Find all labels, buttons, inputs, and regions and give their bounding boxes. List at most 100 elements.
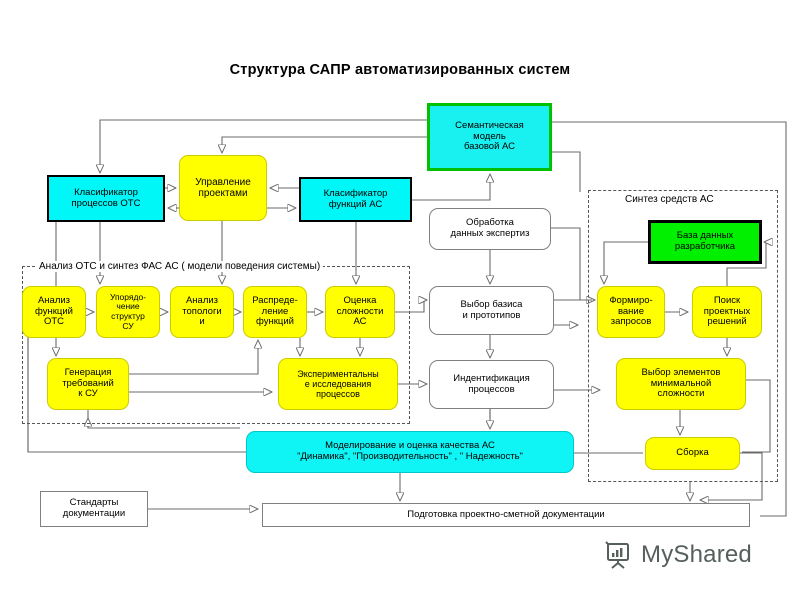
watermark: MyShared bbox=[604, 540, 752, 570]
node-label-line: проектами bbox=[198, 188, 248, 199]
node-label-line: модель bbox=[473, 130, 506, 142]
watermark-text: MyShared bbox=[641, 541, 752, 568]
node-label-line: Распреде- bbox=[252, 295, 298, 307]
node-label-line: проектных bbox=[703, 305, 751, 317]
node-label-line: Стандарты bbox=[69, 497, 119, 509]
node-label-line: Класификатор bbox=[74, 186, 138, 198]
node-assembly: Сборка bbox=[645, 437, 740, 470]
node-label-line: и bbox=[199, 316, 205, 328]
node-label-line: и прототипов bbox=[462, 309, 521, 321]
node-label-line: Выбор элементов bbox=[641, 367, 721, 379]
node-label-line: данных экспертиз bbox=[450, 228, 530, 239]
node-label-line: ОТС bbox=[43, 316, 65, 328]
node-label: Моделирование и оценка качества АС"Динам… bbox=[295, 441, 525, 462]
node-label-line: функций bbox=[256, 316, 294, 328]
node-label-line: е исследования bbox=[304, 378, 372, 389]
node-label-line: функций bbox=[35, 305, 73, 317]
node-label-line: Сборка bbox=[676, 447, 709, 459]
presentation-chart-easel-icon bbox=[605, 541, 629, 569]
node-label-line: Оценка bbox=[343, 295, 377, 307]
node-label-line: Семантическая bbox=[455, 120, 524, 132]
node-label-line: Генерация bbox=[64, 367, 112, 379]
node-label-line: чение bbox=[116, 301, 140, 312]
node-label-line: Моделирование и оценка качества АС bbox=[325, 440, 495, 452]
node-label-line: минимальной bbox=[650, 377, 712, 389]
node-label-line: сложности bbox=[657, 388, 705, 400]
node-label-line: Выбор базиса bbox=[460, 298, 523, 310]
node-label-line: Индентификация bbox=[453, 372, 530, 384]
node-label-line: "Динамика", "Производительность" , " Над… bbox=[297, 451, 523, 462]
node-label-line: запросов bbox=[610, 316, 652, 328]
node-label-line: документации bbox=[62, 508, 126, 519]
node-label-line: Упорядо- bbox=[109, 291, 147, 302]
node-label-line: Поиск bbox=[713, 295, 741, 307]
node-label-line: Анализ bbox=[185, 295, 219, 307]
node-label-line: процессов bbox=[468, 383, 515, 395]
node-label-line: База данных bbox=[676, 230, 734, 242]
node-label-line: Обработка bbox=[466, 217, 514, 229]
node-label-line: Управление bbox=[195, 176, 251, 188]
node-label-line: Формиро- bbox=[609, 295, 653, 307]
node-label-line: Подготовка проектно-сметной документации bbox=[407, 508, 605, 520]
node-label-line: сложности bbox=[336, 305, 384, 317]
node-label-line: ление bbox=[261, 305, 289, 317]
node-design-estimate-documentation-preparation: Подготовка проектно-сметной документации bbox=[262, 503, 750, 527]
node-label-line: базовой АС bbox=[463, 141, 516, 153]
node-label-line: функций АС bbox=[328, 198, 383, 210]
node-label-line: процессов bbox=[316, 389, 360, 400]
node-label-line: решений bbox=[707, 316, 747, 328]
node-label: Подготовка проектно-сметной документации bbox=[405, 508, 606, 521]
node-label-line: Экспериментальны bbox=[297, 368, 379, 379]
node-label-line: структур bbox=[111, 311, 145, 321]
node-label-line: процессов ОТС bbox=[71, 197, 141, 209]
group-label: Анализ ОТС и синтез ФАС АС ( модели пове… bbox=[36, 261, 324, 272]
node-label-line: к СУ bbox=[78, 388, 98, 400]
group-label: Синтез средств АС bbox=[622, 194, 717, 205]
page-title: Структура САПР автоматизированных систем bbox=[229, 61, 571, 78]
node-label-line: Класификатор bbox=[323, 187, 388, 199]
node-label-line: разработчика bbox=[674, 241, 736, 252]
node-label-line: Анализ bbox=[37, 295, 71, 307]
node-label-line: требований bbox=[62, 377, 114, 389]
node-label: Сборка bbox=[674, 448, 711, 459]
node-as-modeling-and-quality-assessment: Моделирование и оценка качества АС"Динам… bbox=[246, 431, 574, 473]
node-label-line: АС bbox=[353, 316, 367, 328]
